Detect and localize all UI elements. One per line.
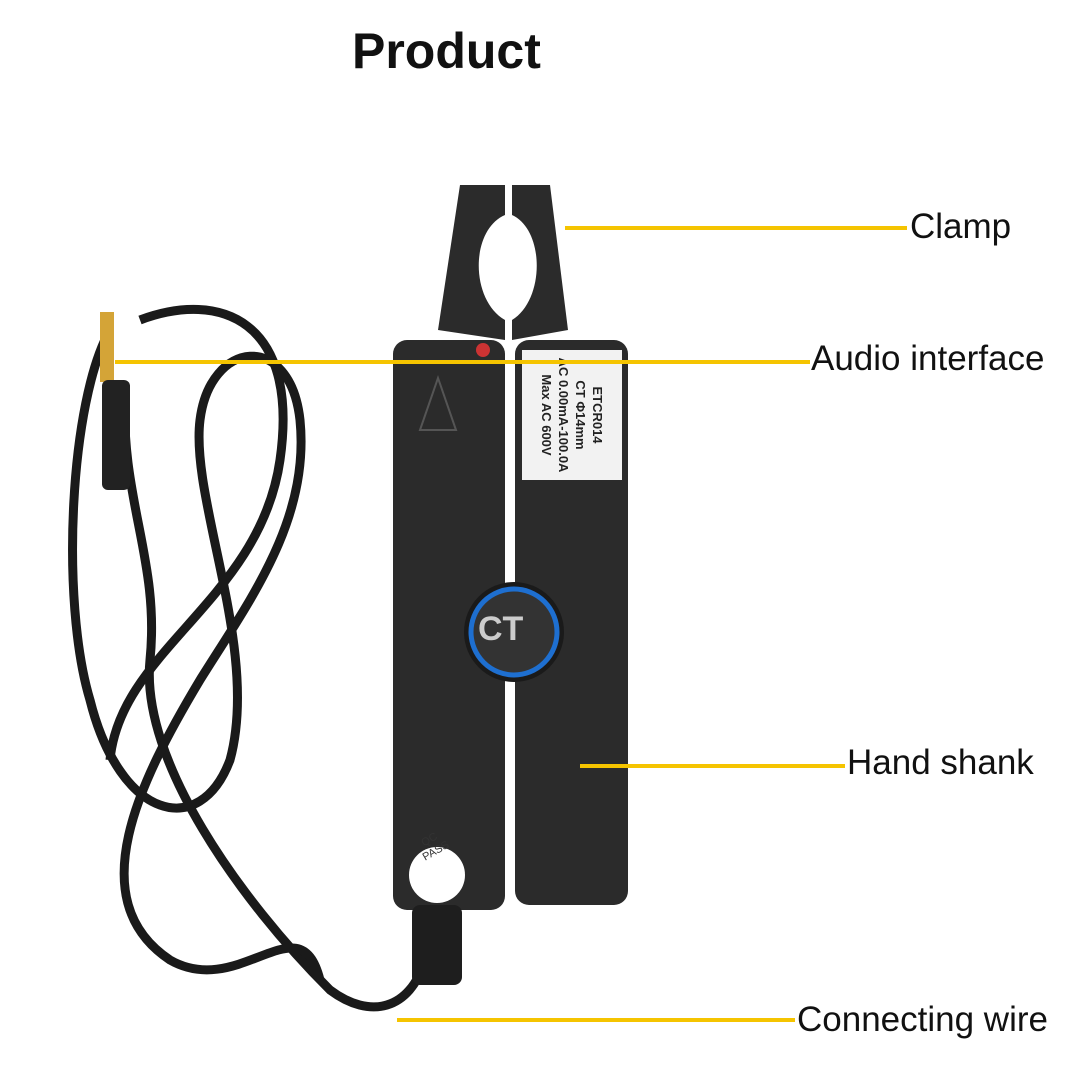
wire-leader-line [397, 1018, 795, 1022]
ct-badge: CT [478, 610, 524, 648]
hand-shank-label: Hand shank [847, 743, 1034, 782]
page-title: Product [352, 23, 541, 79]
shank-leader-line [580, 764, 845, 768]
clamp-label: Clamp [910, 207, 1012, 246]
model-text: ETCR014 [590, 386, 605, 444]
ct-size-text: CT Φ14mm [573, 380, 588, 450]
audio-interface-label: Audio interface [811, 339, 1045, 378]
audio-plug [100, 312, 130, 490]
cable [68, 304, 430, 1012]
max-voltage-text: Max AC 600V [539, 374, 554, 456]
clamp-body [393, 185, 628, 985]
clamp-leader-line [565, 226, 907, 230]
range-text: AC 0.00mA-100.0A [556, 357, 571, 473]
audio-leader-line [115, 360, 810, 364]
product-spec-label: ETCR014 CT Φ14mm AC 0.00mA-100.0A Max AC… [522, 350, 622, 480]
connecting-wire-label: Connecting wire [797, 1000, 1048, 1039]
